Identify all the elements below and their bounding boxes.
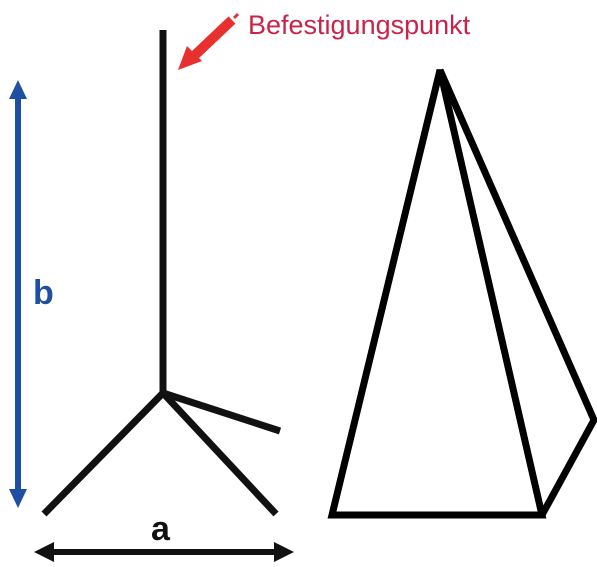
tripod-leg-left [41, 390, 166, 517]
pyramid-back-edges [436, 68, 597, 517]
dimension-b-arrow [9, 80, 27, 508]
dimension-a-label: a [151, 510, 171, 548]
pyramid-shape [327, 68, 597, 519]
tripod-stand [41, 30, 282, 517]
dimension-a-arrow [34, 542, 294, 562]
dimension-b-label: b [33, 274, 54, 312]
pyramid-front-face [327, 69, 547, 519]
attachment-arrow [178, 12, 240, 70]
tripod-leg-right [160, 390, 279, 517]
attachment-point-label: Befestigungspunkt [248, 10, 471, 40]
tripod-leg-back [161, 389, 282, 435]
